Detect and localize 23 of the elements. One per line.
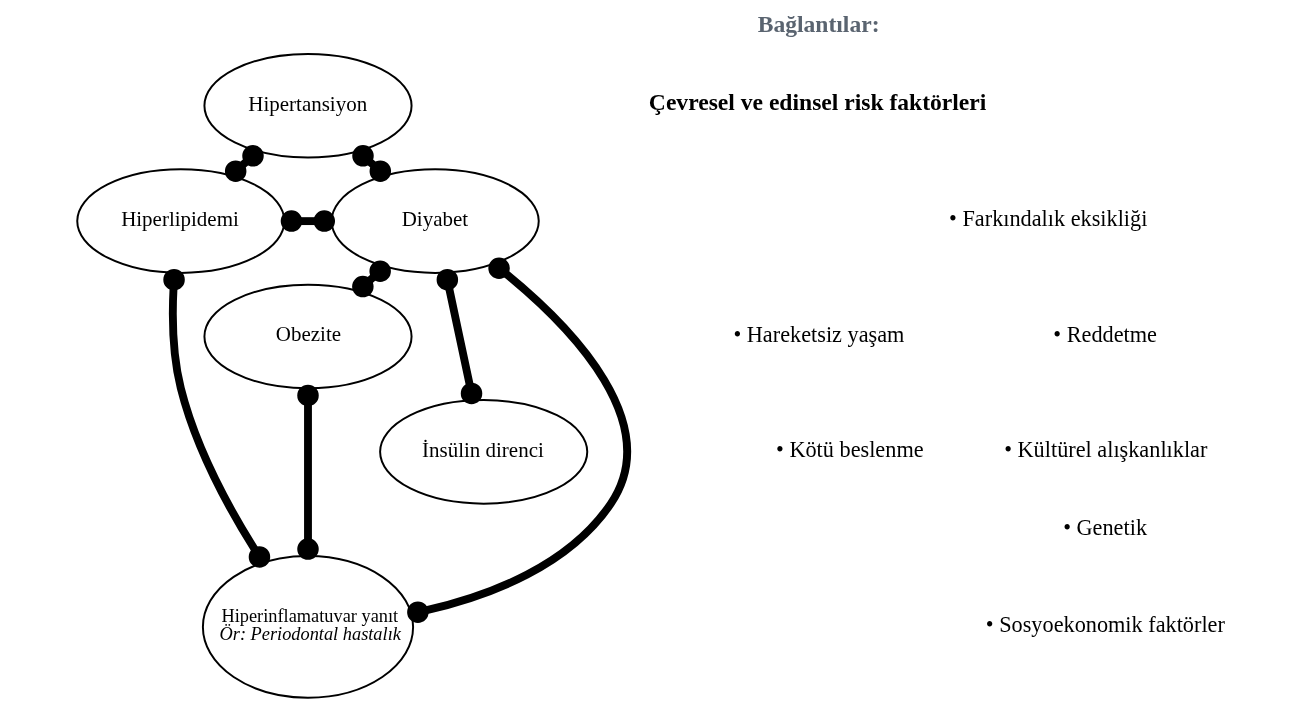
connector	[162, 268, 270, 568]
label: • Sosyoekonomik faktörler	[985, 612, 1225, 638]
label: • Farkındalık eksikliği	[948, 206, 1147, 232]
connector	[224, 145, 264, 182]
node-ellipse: Diyabet	[330, 168, 540, 274]
node-ellipse: Hiperlipidemi	[75, 168, 285, 274]
node-ellipse: Hipertansiyon	[202, 52, 413, 159]
connector	[351, 145, 391, 182]
node-ellipse: Obezite	[202, 283, 413, 390]
label: • Hareketsiz yaşam	[732, 321, 904, 347]
node-ellipse: Hiperinflamatuvar yanıt Ör: Periodontal hastalık	[201, 555, 414, 699]
connector	[436, 268, 482, 405]
label: • Kötü beslenme	[775, 437, 924, 463]
label: • Kültürel alışkanlıklar	[1003, 437, 1207, 463]
label: Bağlantılar:	[757, 11, 880, 38]
connector	[296, 384, 319, 560]
node-ellipse: İnsülin direnci	[378, 399, 588, 505]
label: • Genetik	[1062, 515, 1147, 541]
connector	[351, 260, 391, 298]
connector	[406, 257, 631, 623]
connector	[280, 210, 335, 232]
label: Çevresel ve edinsel risk faktörleri	[648, 89, 986, 116]
label: • Reddetme	[1052, 321, 1157, 347]
